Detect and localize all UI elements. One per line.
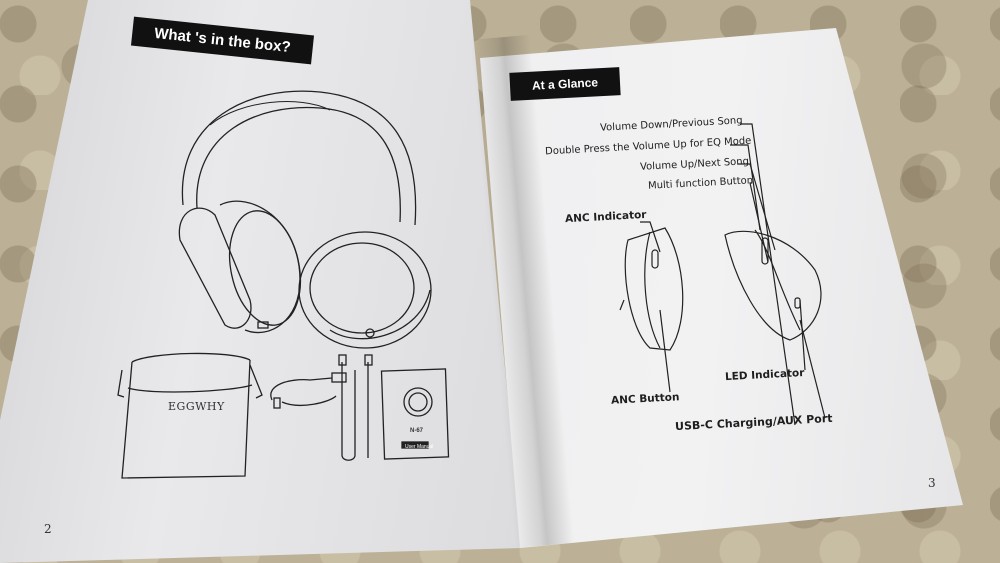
aux-cable-drawing: [338, 354, 373, 461]
leader-lines: [640, 123, 826, 426]
manual-booklet-drawing: [380, 368, 450, 460]
left-earcup-drawing: [619, 227, 684, 351]
pouch-drawing: [117, 352, 263, 479]
headphones-drawing: [178, 90, 432, 349]
usb-cable-drawing: [270, 372, 347, 409]
page-number-left: 2: [44, 522, 52, 536]
right-earcup-drawing: [724, 229, 822, 341]
left-manual-page: [0, 0, 520, 563]
page-number-right: 3: [928, 476, 936, 490]
manual-caption-text: User Manual: [405, 444, 434, 450]
pouch-brand-text: EGGWHY: [168, 400, 225, 413]
manual-title-text: N-67: [410, 428, 424, 434]
